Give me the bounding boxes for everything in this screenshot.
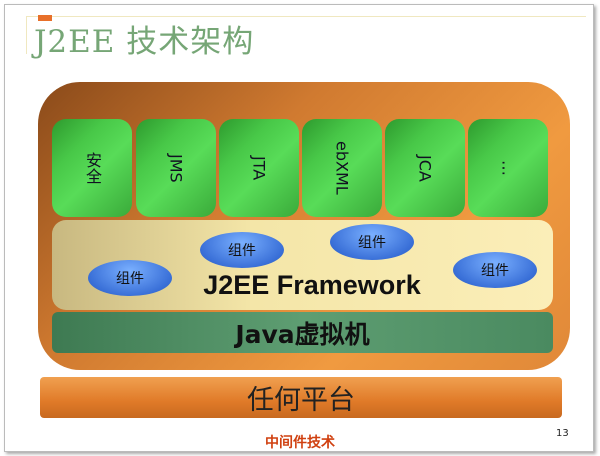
service-box-jca: JCA bbox=[385, 119, 465, 217]
service-box-more: … bbox=[468, 119, 548, 217]
footer-text: 中间件技术 bbox=[265, 435, 335, 451]
service-box-jms: JMS bbox=[136, 119, 216, 217]
page-number: 13 bbox=[556, 428, 569, 439]
service-box-ebxml: ebXML bbox=[302, 119, 382, 217]
service-box-jta: JTA bbox=[219, 119, 299, 217]
framework-label: J2EE Framework bbox=[203, 270, 421, 300]
platform-layer: 任何平台 bbox=[40, 377, 562, 418]
component-ellipse: 组件 bbox=[88, 260, 172, 296]
component-ellipse: 组件 bbox=[200, 232, 284, 268]
service-box-security: 安全 bbox=[52, 119, 132, 217]
jvm-layer: Java虚拟机 bbox=[52, 312, 553, 353]
slide-title: J2EE 技术架构 bbox=[34, 24, 255, 60]
component-ellipse: 组件 bbox=[453, 252, 537, 288]
title-placeholder bbox=[26, 16, 586, 54]
component-ellipse: 组件 bbox=[330, 224, 414, 260]
placeholder-marker-icon bbox=[38, 15, 52, 21]
slide-frame bbox=[4, 4, 594, 452]
